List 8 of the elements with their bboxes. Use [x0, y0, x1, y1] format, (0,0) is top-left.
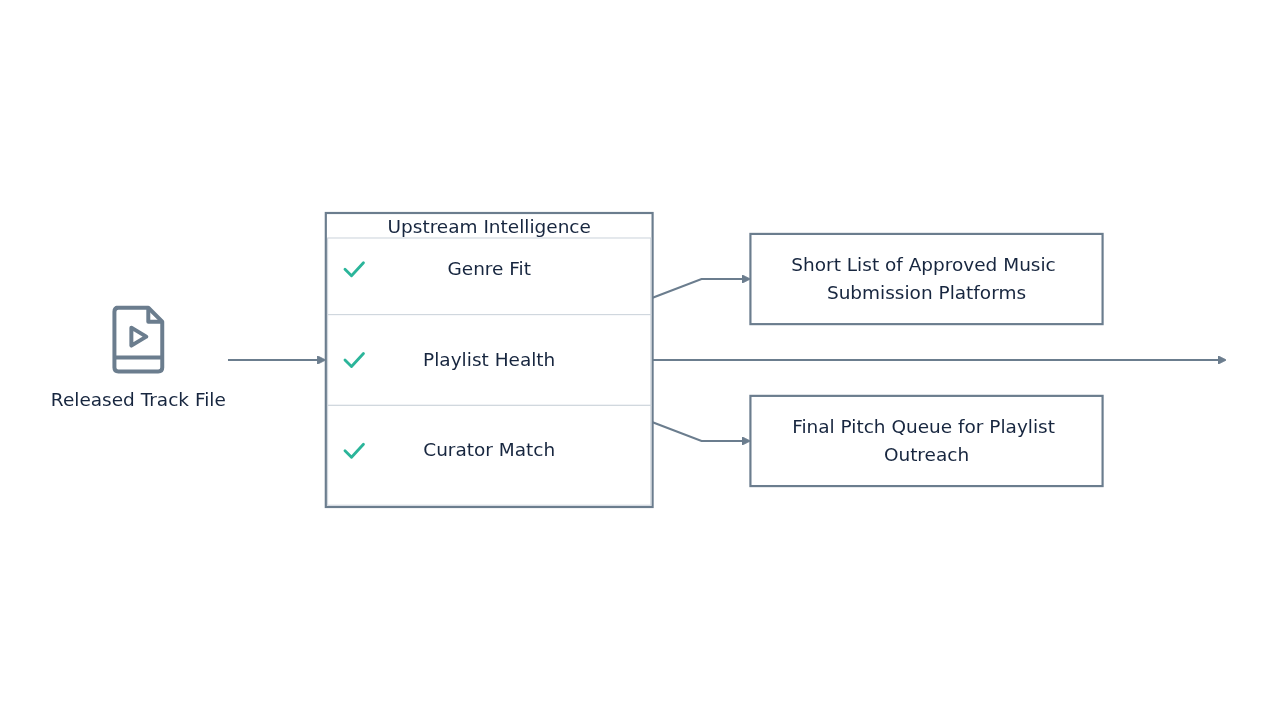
node-box: Genre Fit	[327, 237, 652, 316]
node-box: Final Pitch Queue for Playlist Outreach	[749, 394, 1104, 488]
node-box: Short List of Approved Music Submission Platforms	[749, 232, 1104, 326]
arrow	[652, 421, 751, 446]
node-box: Curator Match	[327, 404, 652, 506]
arrow	[652, 355, 1227, 365]
node-box: Playlist Health	[327, 314, 652, 406]
arrow	[652, 274, 751, 299]
